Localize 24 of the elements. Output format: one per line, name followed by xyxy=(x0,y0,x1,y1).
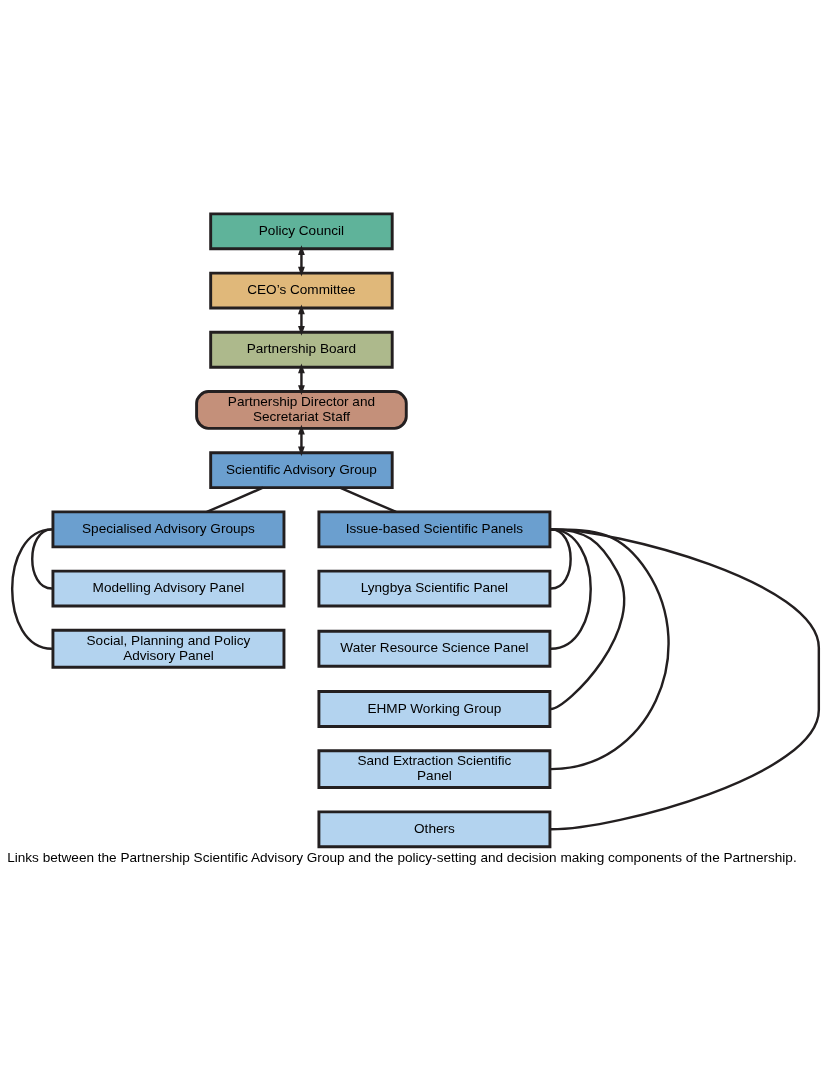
node-box: Partnership Director and Secretariat Staff xyxy=(195,389,408,430)
node-box: Scientific Advisory Group xyxy=(209,450,394,489)
node-box: Water Resource Science Panel xyxy=(317,629,552,668)
node-box: Others xyxy=(317,809,552,848)
node-box: Policy Council xyxy=(209,211,394,250)
node-box: Sand Extraction Scientific Panel xyxy=(317,748,552,789)
node-box: EHMP Working Group xyxy=(317,689,552,728)
connector xyxy=(550,527,670,770)
caption: Links between the Partnership Scientific Advisory Group and the policy-setting and decision making components of the Partnership. xyxy=(7,849,797,865)
arrow xyxy=(298,424,305,456)
node-box: Specialised Advisory Groups xyxy=(51,509,286,548)
node-box: Modelling Advisory Panel xyxy=(51,569,286,607)
connector xyxy=(339,486,397,513)
node-box: Issue-based Scientific Panels xyxy=(317,509,552,548)
node-box: Lyngbya Scientific Panel xyxy=(317,569,552,607)
connector xyxy=(206,486,264,513)
arrow xyxy=(298,244,305,277)
arrow xyxy=(298,303,305,336)
connector xyxy=(550,527,821,831)
node-box: CEO’s Committee xyxy=(209,271,394,309)
node-box: Social, Planning and Policy Advisory Panel xyxy=(51,628,286,669)
connector xyxy=(11,527,53,650)
arrow xyxy=(298,363,305,395)
node-box: Partnership Board xyxy=(209,330,394,369)
